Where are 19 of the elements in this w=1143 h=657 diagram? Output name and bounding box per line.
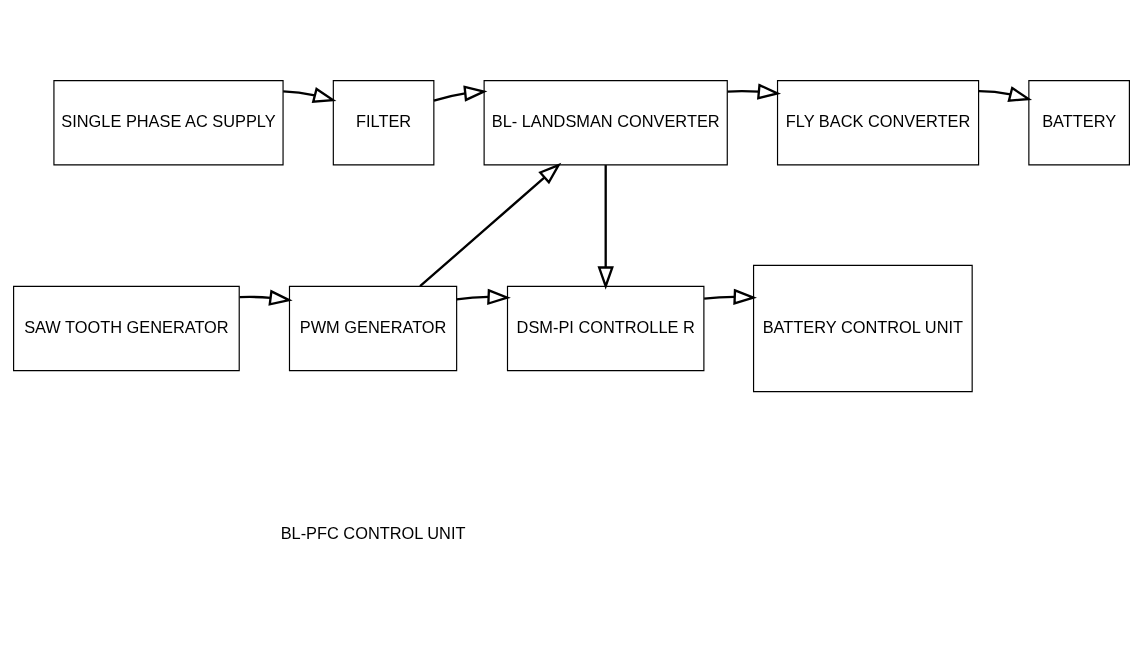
arrow [597,165,614,290]
node-box: DSM-PI CONTROLLE R [506,285,705,372]
arrow [283,87,337,103]
arrow [239,289,293,306]
node-box: FLY BACK CONVERTER [776,80,980,166]
arrow [433,85,488,102]
node-box: FILTER [332,80,435,166]
node-box: SAW TOOTH GENERATOR [13,285,240,372]
arrow [979,86,1033,103]
arrow [456,288,511,306]
label: BL-PFC CONTROL UNIT [280,523,466,542]
node-box: BL- LANDSMAN CONVERTER [483,80,728,166]
node-box: SINGLE PHASE AC SUPPLY [53,80,284,166]
arrow [419,162,562,288]
node-box: BATTERY CONTROL UNIT [753,264,973,393]
node-box: BATTERY [1028,80,1130,166]
arrow [704,288,757,306]
arrow [727,83,782,100]
node-box: PWM GENERATOR [288,285,458,372]
